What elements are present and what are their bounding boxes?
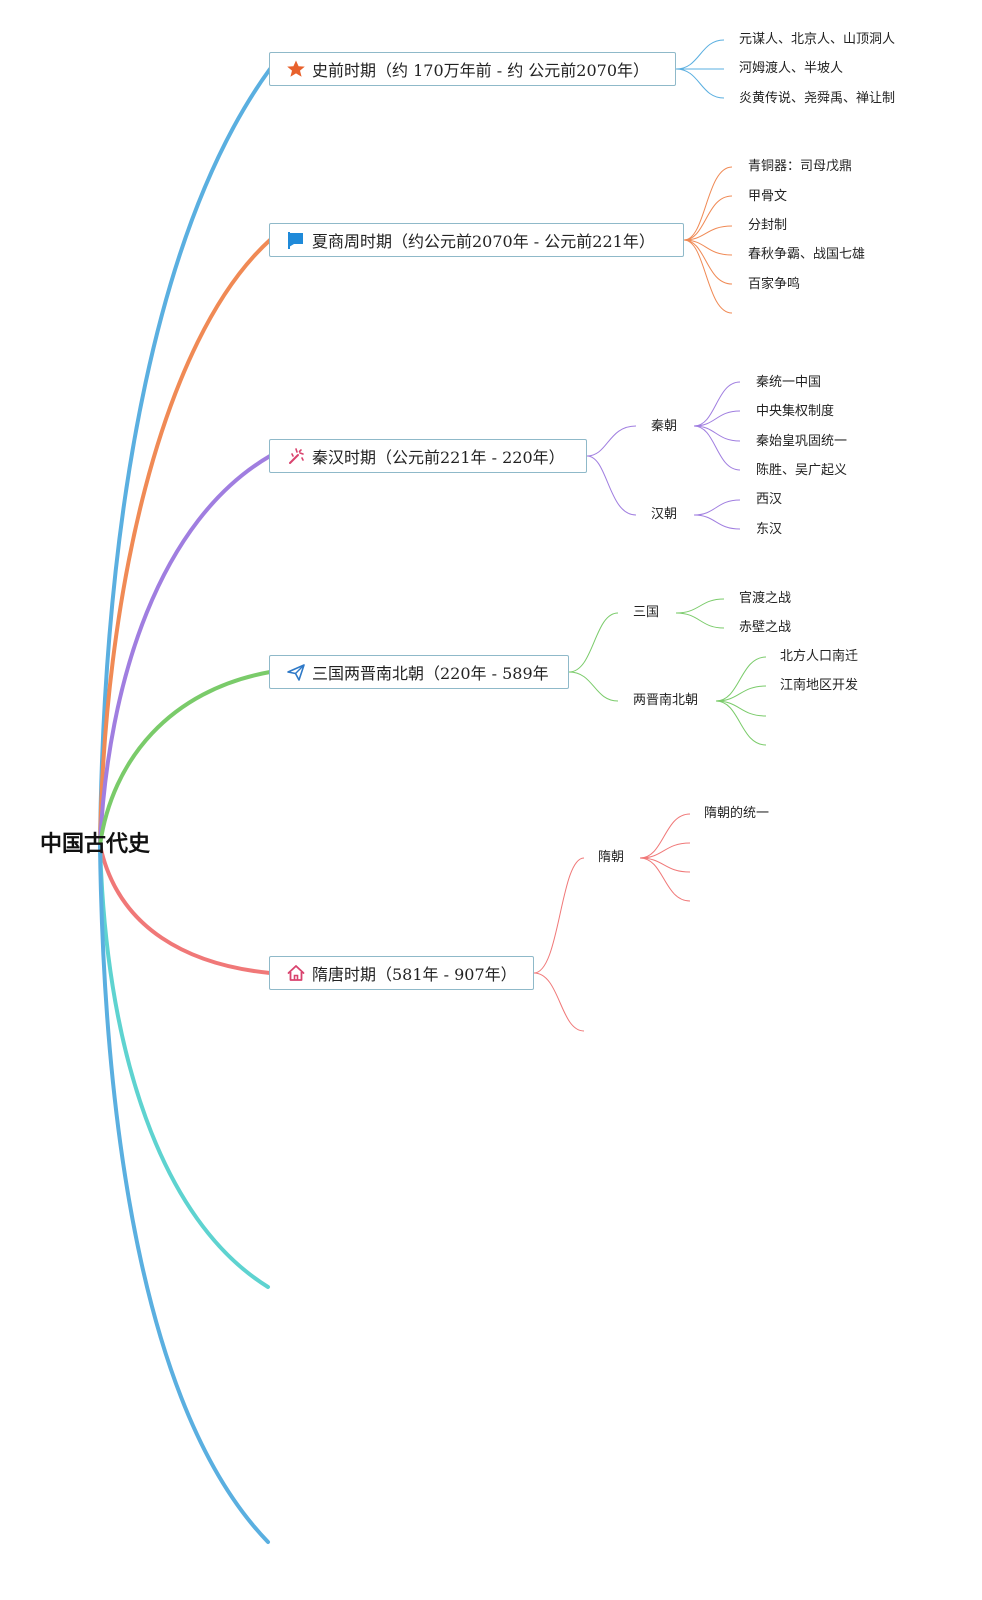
leaf-han-1[interactable]: 西汉 [756, 492, 783, 507]
link-liangjin-1 [715, 656, 767, 702]
topic-xia-shang-zhou-label: 夏商周时期（约公元前2070年 - 公元前221年） [312, 232, 655, 251]
star-icon [286, 59, 306, 79]
link-sanguo-1 [675, 598, 725, 614]
link-liangjin-2 [715, 685, 767, 702]
topic-three-kingdoms-label: 三国两晋南北朝（220年 - 589年 [312, 664, 549, 683]
leaf-prehistory-1[interactable]: 元谋人、北京人、山顶洞人 [739, 32, 896, 47]
leaf-xia-3[interactable]: 分封制 [748, 218, 788, 233]
link-qin-han-qin [586, 425, 637, 457]
link-sanguo-2 [675, 612, 725, 629]
paper-plane-icon [286, 662, 306, 682]
link-sui-tang-2 [533, 972, 585, 1032]
leaf-xia-1[interactable]: 青铜器：司母戊鼎 [748, 159, 853, 174]
link-three-liangjin [568, 671, 619, 702]
link-sui-4 [639, 857, 691, 902]
magic-wand-icon [286, 446, 306, 466]
leaf-sui-1[interactable]: 隋朝的统一 [704, 806, 770, 821]
leaf-qin-4[interactable]: 陈胜、吴广起义 [756, 463, 848, 478]
topic-three-kingdoms[interactable]: 三国两晋南北朝（220年 - 589年 [269, 655, 569, 689]
leaf-prehistory-2[interactable]: 河姆渡人、半坡人 [739, 61, 844, 76]
link-qin-2 [693, 410, 741, 427]
topic-prehistory[interactable]: 史前时期（约 170万年前 - 约 公元前2070年） [269, 52, 676, 86]
branch-three-kingdoms-line [98, 670, 272, 847]
leaf-han-2[interactable]: 东汉 [756, 522, 783, 537]
topic-sui-tang[interactable]: 隋唐时期（581年 - 907年） [269, 956, 534, 990]
link-xia-5 [683, 239, 733, 285]
link-liangjin-3 [715, 700, 767, 717]
topic-prehistory-label: 史前时期（约 170万年前 - 约 公元前2070年） [312, 61, 650, 80]
link-prehistory-3 [675, 68, 725, 99]
topic-sui-tang-label: 隋唐时期（581年 - 907年） [312, 965, 517, 984]
link-han-2 [693, 514, 741, 530]
branch-6-line [98, 843, 270, 1289]
link-qin-1 [693, 381, 741, 427]
sub-branch-lines [533, 39, 767, 1032]
leaf-sanguo-2[interactable]: 赤壁之战 [739, 620, 792, 635]
leaf-sanguo-1[interactable]: 官渡之战 [739, 591, 792, 606]
topic-qin-han[interactable]: 秦汉时期（公元前221年 - 220年） [269, 439, 587, 473]
leaf-liangjin-2[interactable]: 江南地区开发 [780, 678, 859, 693]
branch-sui-tang-line [98, 843, 272, 975]
link-prehistory-1 [675, 39, 725, 70]
branch-prehistory-line [98, 67, 272, 847]
root-topic[interactable]: 中国古代史 [40, 832, 151, 857]
link-sui-tang-sui [533, 857, 585, 974]
leaf-prehistory-3[interactable]: 炎黄传说、尧舜禹、禅让制 [739, 91, 896, 106]
link-xia-6 [683, 239, 733, 314]
leaf-qin-3[interactable]: 秦始皇巩固统一 [756, 434, 848, 449]
leaf-xia-5[interactable]: 百家争鸣 [748, 277, 801, 292]
link-three-sanguo [568, 612, 619, 673]
link-qin-han-han [586, 455, 637, 516]
leaf-xia-4[interactable]: 春秋争霸、战国七雄 [748, 247, 866, 262]
subtopic-qin[interactable]: 秦朝 [651, 419, 678, 434]
home-icon [286, 963, 306, 983]
link-xia-2 [683, 195, 733, 241]
leaf-qin-2[interactable]: 中央集权制度 [756, 404, 835, 419]
main-branches [98, 67, 272, 1544]
flag-icon [286, 230, 306, 250]
branch-7-line [98, 843, 270, 1544]
branch-xia-shang-zhou-line [98, 238, 272, 847]
link-xia-1 [683, 166, 733, 241]
link-sui-2 [639, 842, 691, 859]
subtopic-sanguo[interactable]: 三国 [633, 605, 660, 620]
branch-qin-han-line [98, 454, 272, 847]
leaf-qin-1[interactable]: 秦统一中国 [756, 375, 822, 390]
subtopic-liangjin-nanbeichao[interactable]: 两晋南北朝 [633, 693, 699, 708]
link-han-1 [693, 499, 741, 516]
topic-xia-shang-zhou[interactable]: 夏商周时期（约公元前2070年 - 公元前221年） [269, 223, 684, 257]
subtopic-han[interactable]: 汉朝 [651, 507, 678, 522]
link-sui-1 [639, 813, 691, 859]
topic-qin-han-label: 秦汉时期（公元前221年 - 220年） [312, 448, 565, 467]
link-liangjin-4 [715, 700, 767, 746]
link-qin-4 [693, 425, 741, 471]
leaf-liangjin-1[interactable]: 北方人口南迁 [780, 649, 859, 664]
link-xia-3 [683, 225, 733, 241]
subtopic-sui[interactable]: 隋朝 [598, 850, 625, 865]
leaf-xia-2[interactable]: 甲骨文 [748, 189, 788, 204]
